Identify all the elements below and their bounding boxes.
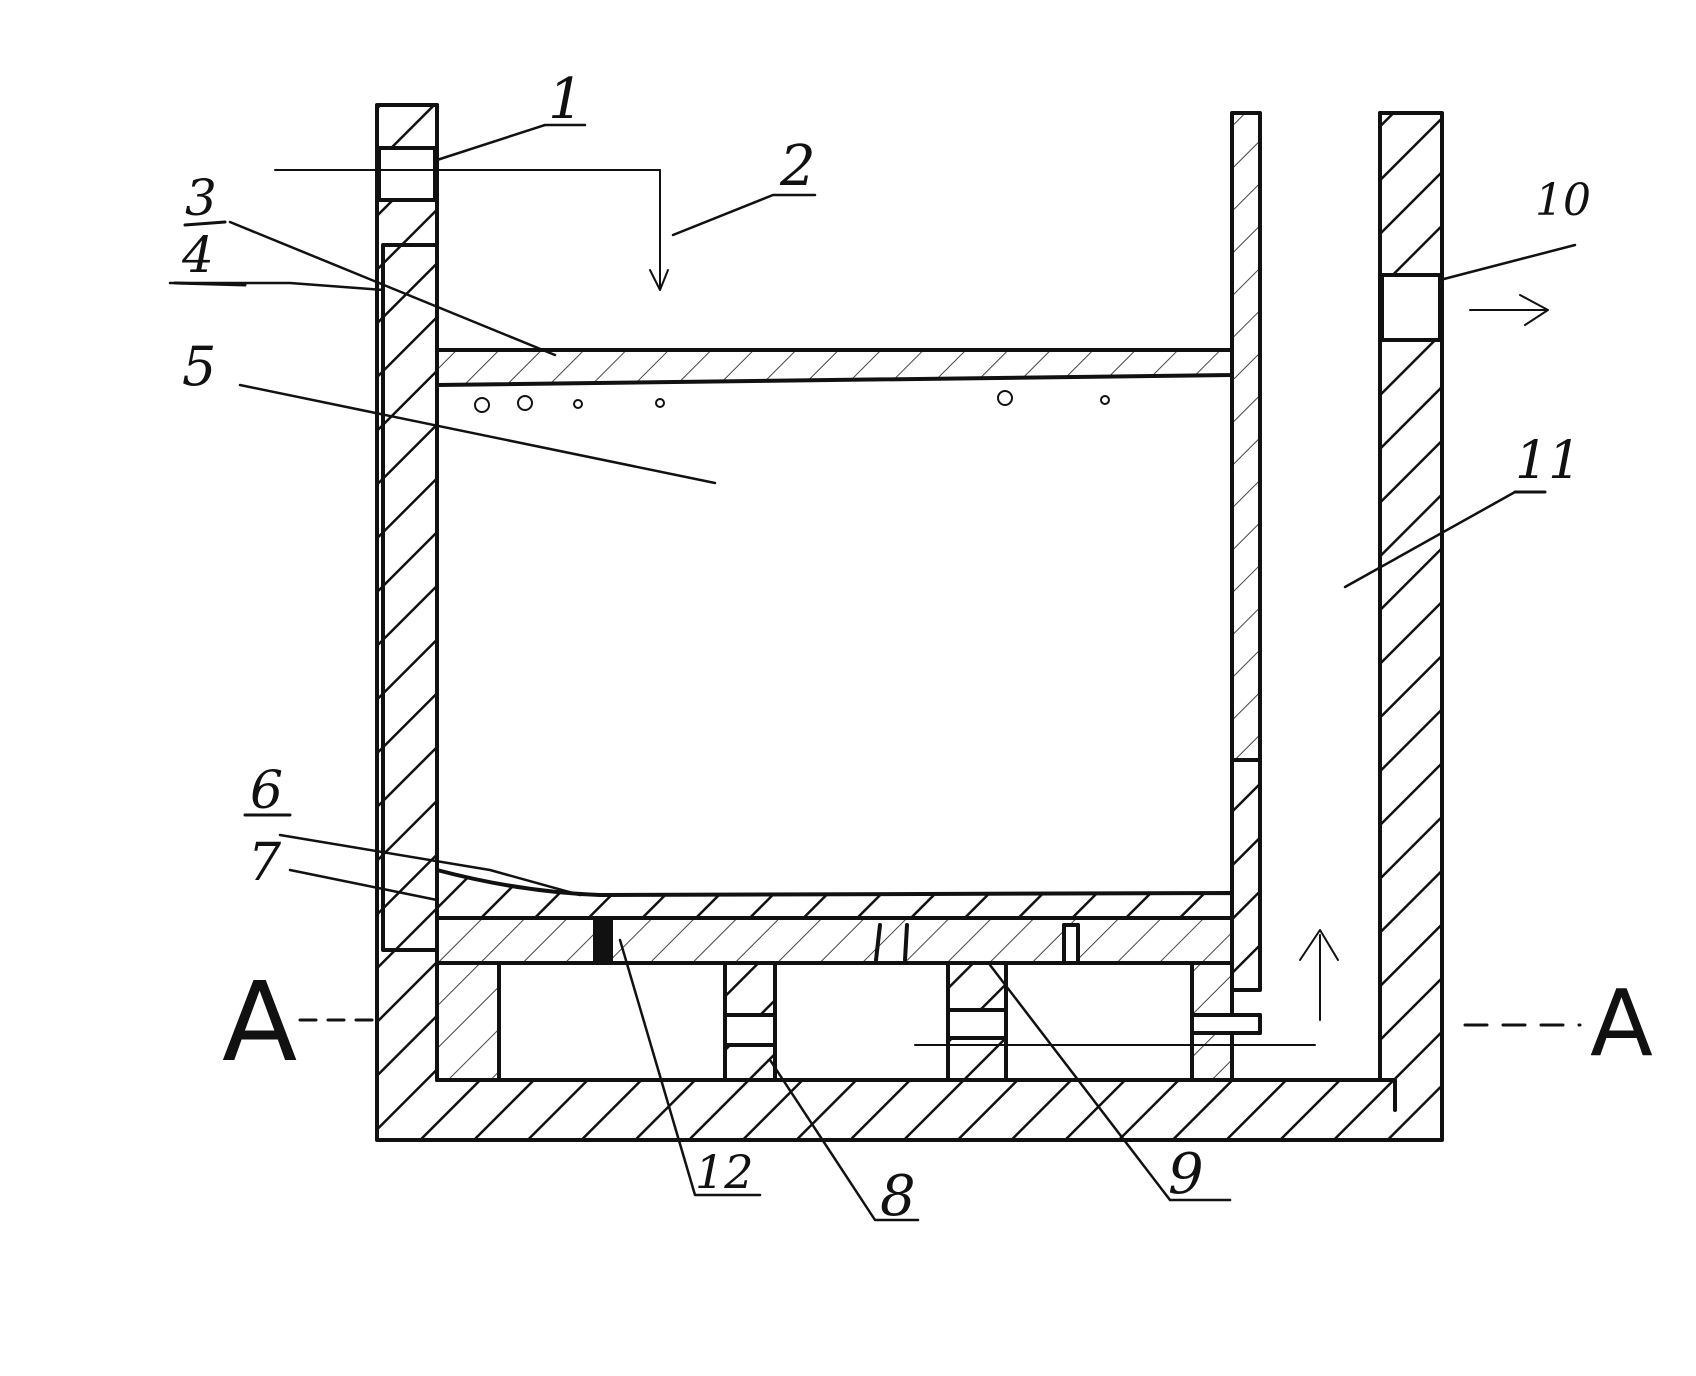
perforations [474, 390, 1110, 413]
arrow-right-icon [1519, 294, 1549, 326]
label-4: 4 [181, 226, 214, 284]
label-9: 9 [1168, 1142, 1204, 1207]
arrow-down-icon [649, 269, 669, 291]
leader-1 [435, 123, 587, 162]
inner-left-lining [381, 243, 439, 952]
leader-5 [238, 383, 717, 485]
leader-7 [288, 868, 439, 902]
leader-9 [988, 963, 1232, 1202]
section-label-right: A [1590, 970, 1653, 1077]
section-label-left: A [222, 958, 297, 1086]
label-2: 2 [779, 134, 816, 199]
bottom-plate-lower [435, 916, 1234, 965]
arrow-up-icon [1299, 929, 1339, 961]
leader-10 [1438, 243, 1577, 282]
leader-3 [228, 220, 557, 357]
label-7: 7 [248, 833, 282, 893]
bottom-plate-upper [435, 868, 1234, 920]
label-6: 6 [250, 761, 283, 821]
leader-6 [278, 833, 582, 897]
label-12: 12 [695, 1145, 754, 1199]
leader-8 [768, 1058, 920, 1222]
leader-12 [618, 938, 762, 1197]
label-3: 3 [185, 169, 217, 227]
label-11: 11 [1515, 431, 1581, 491]
label-5: 5 [182, 335, 216, 398]
wall-opening-10 [1380, 273, 1442, 342]
wall-opening-1 [377, 146, 437, 202]
leader-2 [671, 193, 817, 237]
top-plate [435, 348, 1234, 387]
label-1: 1 [548, 67, 584, 132]
support-block-left [435, 961, 501, 1082]
label-8: 8 [880, 1164, 916, 1229]
label-10: 10 [1535, 175, 1591, 226]
leader-11 [1343, 490, 1517, 589]
